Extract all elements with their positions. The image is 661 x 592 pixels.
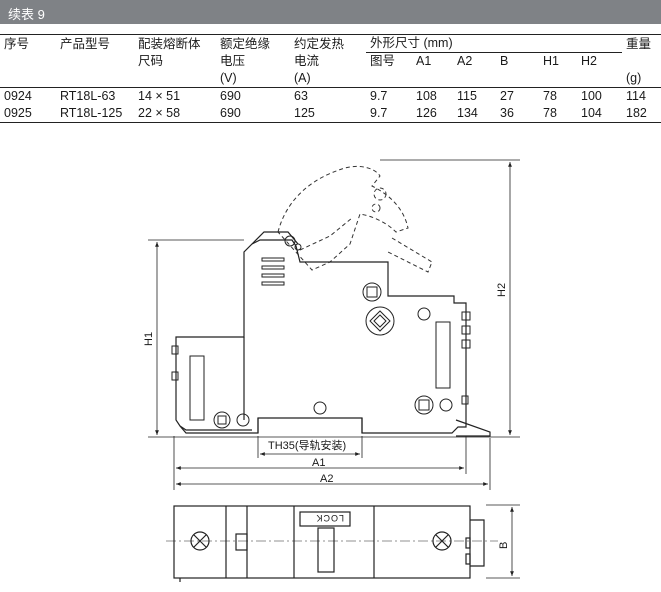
header-row-2: 尺码 电压 电流 图号 A1 A2 B H1 H2: [0, 53, 661, 71]
cell-voltage: 690: [216, 105, 290, 123]
body-details: [171, 235, 471, 429]
cell-weight: 182: [622, 105, 661, 123]
fuse-holder-top-view: [173, 505, 485, 582]
cell-a1: 126: [412, 105, 453, 123]
cell-b: 27: [496, 87, 539, 105]
col-dims-header: 外形尺寸 (mm): [366, 34, 622, 53]
dim-h1-label: H1: [143, 332, 155, 346]
cell-model: RT18L-63: [56, 87, 134, 105]
rail-label: TH35(导轨安装): [268, 438, 346, 452]
col-voltage-header-2: 电压: [220, 54, 246, 68]
cell-a2: 134: [453, 105, 496, 123]
cell-h1: 78: [539, 87, 577, 105]
cell-h2: 104: [577, 105, 622, 123]
table-row: 0925 RT18L-125 22 × 58 690 125 9.7 126 1…: [0, 105, 661, 123]
col-a2-header: A2: [457, 54, 473, 68]
cell-current: 125: [290, 105, 366, 123]
col-b-header: B: [500, 54, 509, 68]
cell-h2: 100: [577, 87, 622, 105]
cell-voltage: 690: [216, 87, 290, 105]
dim-a2-label: A2: [320, 473, 333, 485]
col-seq-header: 序号: [0, 34, 56, 53]
col-voltage-header: 额定绝缘: [216, 34, 290, 53]
col-current-header-2: 电流: [294, 54, 320, 68]
col-voltage-unit: (V): [220, 71, 237, 85]
cell-b: 36: [496, 105, 539, 123]
col-current-header: 约定发热: [290, 34, 366, 53]
cell-weight: 114: [622, 87, 661, 105]
section-title: 续表 9: [8, 7, 45, 22]
cell-model: RT18L-125: [56, 105, 134, 123]
cell-size: 22 × 58: [134, 105, 216, 123]
col-weight-unit: (g): [626, 71, 642, 85]
dim-b-label: B: [498, 542, 510, 549]
dim-h2-label: H2: [496, 283, 508, 297]
header-row-1: 序号 产品型号 配装熔断体 额定绝缘 约定发热 外形尺寸 (mm) 重量: [0, 34, 661, 53]
cell-fig: 9.7: [366, 87, 412, 105]
cell-size: 14 × 51: [134, 87, 216, 105]
col-weight-header: 重量: [622, 34, 661, 53]
spec-table: 序号 产品型号 配装熔断体 额定绝缘 约定发热 外形尺寸 (mm) 重量 尺码 …: [0, 34, 661, 123]
section-banner: 续表 9: [0, 0, 661, 24]
col-size-header-2: 尺码: [138, 54, 164, 68]
cell-fig: 9.7: [366, 105, 412, 123]
header-row-3: (V) (A) (g): [0, 70, 661, 88]
col-current-unit: (A): [294, 71, 311, 85]
table-row: 0924 RT18L-63 14 × 51 690 63 9.7 108 115…: [0, 87, 661, 105]
col-h1-header: H1: [543, 54, 559, 68]
lock-label: LOCK: [315, 513, 344, 523]
col-fig-header: 图号: [370, 54, 396, 68]
handle-open-outline: [277, 165, 433, 273]
cell-seq: 0924: [0, 87, 56, 105]
dim-b-lines: [486, 504, 520, 579]
cell-current: 63: [290, 87, 366, 105]
cell-seq: 0925: [0, 105, 56, 123]
fuse-holder-body: [175, 231, 491, 437]
cell-h1: 78: [539, 105, 577, 123]
cell-a1: 108: [412, 87, 453, 105]
col-h2-header: H2: [581, 54, 597, 68]
col-size-header: 配装熔断体: [134, 34, 216, 53]
cell-a2: 115: [453, 87, 496, 105]
col-a1-header: A1: [416, 54, 432, 68]
col-model-header: 产品型号: [56, 34, 134, 53]
dim-a1-label: A1: [312, 457, 325, 469]
dimension-lines: [148, 159, 520, 490]
